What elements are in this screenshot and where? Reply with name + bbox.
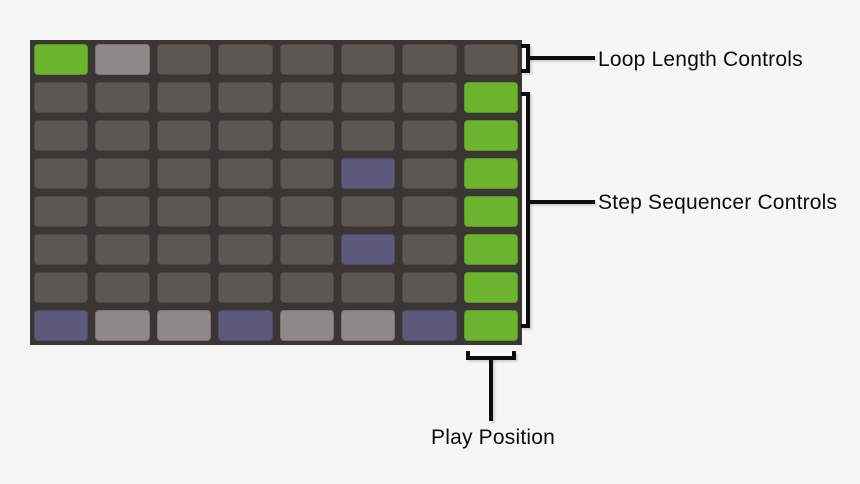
pad-r4-c6 <box>340 158 396 189</box>
pad-r6-c1 <box>34 234 89 265</box>
pad-r7-c7 <box>402 272 457 303</box>
play-position-label: Play Position <box>431 426 555 449</box>
pad-r5-c3 <box>156 196 212 227</box>
pad-r4-c2 <box>95 158 150 189</box>
pad-r8-c4 <box>218 310 273 341</box>
pad-r2-c6 <box>340 82 396 113</box>
pad-r6-c3 <box>156 234 212 265</box>
pad-r3-c4 <box>218 120 273 151</box>
pad-r2-c7 <box>402 82 457 113</box>
pad-r4-c7 <box>402 158 457 189</box>
pad-r3-c8 <box>463 120 518 151</box>
pad-r7-c1 <box>34 272 89 303</box>
pad-r3-c7 <box>402 120 457 151</box>
step-sequencer-label: Step Sequencer Controls <box>598 191 838 214</box>
pad-r5-c1 <box>34 196 89 227</box>
pad-r1-c5 <box>279 44 334 75</box>
pad-r8-c7 <box>402 310 457 341</box>
pad-r2-c4 <box>218 82 273 113</box>
pad-r7-c2 <box>95 272 150 303</box>
pad-r2-c2 <box>95 82 150 113</box>
step-sequencer-connector-line <box>528 200 595 204</box>
pad-r2-c3 <box>156 82 212 113</box>
pad-r1-c2 <box>95 44 150 75</box>
pad-r8-c5 <box>279 310 334 341</box>
pad-r4-c4 <box>218 158 273 189</box>
pad-r6-c5 <box>279 234 334 265</box>
pad-r2-c5 <box>279 82 334 113</box>
pad-r8-c8 <box>463 310 518 341</box>
pad-r2-c1 <box>34 82 89 113</box>
pad-r1-c3 <box>156 44 212 75</box>
pad-grid <box>30 40 522 345</box>
pad-r7-c8 <box>463 272 518 303</box>
pad-r5-c6 <box>340 196 396 227</box>
pad-r8-c3 <box>156 310 212 341</box>
pad-r3-c5 <box>279 120 334 151</box>
pad-r4-c8 <box>463 158 518 189</box>
pad-r4-c5 <box>279 158 334 189</box>
pad-r2-c8 <box>463 82 518 113</box>
pad-r5-c5 <box>279 196 334 227</box>
pad-r3-c2 <box>95 120 150 151</box>
pad-r6-c6 <box>340 234 396 265</box>
pad-r1-c1 <box>34 44 89 75</box>
play-position-stem-line <box>489 358 493 421</box>
pad-r1-c6 <box>340 44 396 75</box>
pad-r7-c6 <box>340 272 396 303</box>
pad-r8-c6 <box>340 310 396 341</box>
pad-r3-c3 <box>156 120 212 151</box>
step-sequencer-bracket <box>521 92 530 328</box>
pad-r4-c3 <box>156 158 212 189</box>
pad-r4-c1 <box>34 158 89 189</box>
pad-r6-c8 <box>463 234 518 265</box>
pad-r5-c4 <box>218 196 273 227</box>
pad-r3-c6 <box>340 120 396 151</box>
pad-r6-c4 <box>218 234 273 265</box>
pad-r6-c7 <box>402 234 457 265</box>
pad-r8-c1 <box>34 310 89 341</box>
pad-r1-c8 <box>463 44 518 75</box>
pad-r1-c4 <box>218 44 273 75</box>
pad-r5-c7 <box>402 196 457 227</box>
pad-r7-c5 <box>279 272 334 303</box>
pad-r5-c8 <box>463 196 518 227</box>
loop-length-label: Loop Length Controls <box>598 48 803 71</box>
pad-r3-c1 <box>34 120 89 151</box>
pad-r1-c7 <box>402 44 457 75</box>
pad-r5-c2 <box>95 196 150 227</box>
pad-r7-c4 <box>218 272 273 303</box>
pad-r7-c3 <box>156 272 212 303</box>
pad-r6-c2 <box>95 234 150 265</box>
pad-r8-c2 <box>95 310 150 341</box>
loop-length-connector-line <box>528 56 595 60</box>
